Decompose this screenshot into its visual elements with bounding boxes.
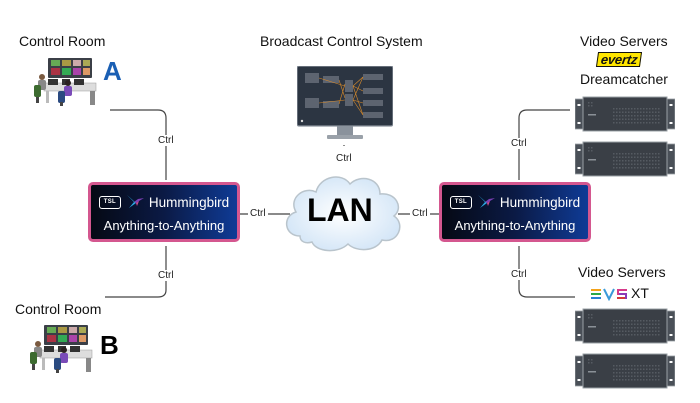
hummingbird-name: Hummingbird: [499, 194, 581, 210]
link-servers-top: [518, 109, 570, 180]
rack-server-icon: [575, 353, 675, 389]
control-room-a-letter: A: [103, 56, 122, 86]
control-room-b-title: Control Room: [15, 301, 102, 317]
control-room-b-letter: B: [100, 330, 119, 360]
ctrl-label-monitor: Ctrl: [334, 153, 354, 164]
monitor-icon: [297, 66, 393, 139]
evs-logo: [591, 288, 627, 301]
hummingbird-icon: [126, 195, 144, 208]
video-servers-bottom-title: Video Servers: [578, 264, 666, 280]
link-servers-bottom: [518, 246, 575, 298]
ctrl-label-lan-right: Ctrl: [410, 208, 430, 219]
video-servers-top-title: Video Servers: [580, 33, 668, 49]
hummingbird-box-right: TSL Hummingbird Anything-to-Anything: [439, 182, 591, 242]
tsl-logo: TSL: [98, 195, 121, 209]
video-servers-top-product: Dreamcatcher: [580, 71, 668, 87]
lan-label: LAN: [307, 192, 373, 228]
rack-server-icon: [575, 308, 675, 344]
ctrl-label-room-b: Ctrl: [156, 270, 176, 281]
rack-server-icon: [575, 96, 675, 132]
ctrl-label-room-a: Ctrl: [156, 135, 176, 146]
ctrl-label-servers-bottom: Ctrl: [509, 269, 529, 280]
tsl-logo: TSL: [449, 195, 472, 209]
hummingbird-tagline: Anything-to-Anything: [454, 218, 576, 233]
hummingbird-box-left: TSL Hummingbird Anything-to-Anything: [88, 182, 240, 242]
control-room-a-title: Control Room: [19, 33, 106, 49]
link-room-b: [105, 246, 167, 298]
cloud-icon: [286, 176, 401, 252]
control-room-operators-icon: [34, 58, 97, 106]
control-room-operators-icon: [30, 325, 93, 373]
rack-server-icon: [575, 141, 675, 177]
broadcast-control-title: Broadcast Control System: [260, 33, 423, 49]
hummingbird-tagline: Anything-to-Anything: [103, 218, 225, 233]
hummingbird-name: Hummingbird: [148, 194, 230, 210]
video-servers-bottom-product: XT: [631, 285, 649, 301]
link-room-a: [110, 109, 167, 180]
ctrl-label-left-lan: Ctrl: [248, 208, 268, 219]
ctrl-label-servers-top: Ctrl: [509, 138, 529, 149]
evertz-logo: evertz: [595, 52, 643, 67]
hummingbird-icon: [477, 195, 495, 208]
